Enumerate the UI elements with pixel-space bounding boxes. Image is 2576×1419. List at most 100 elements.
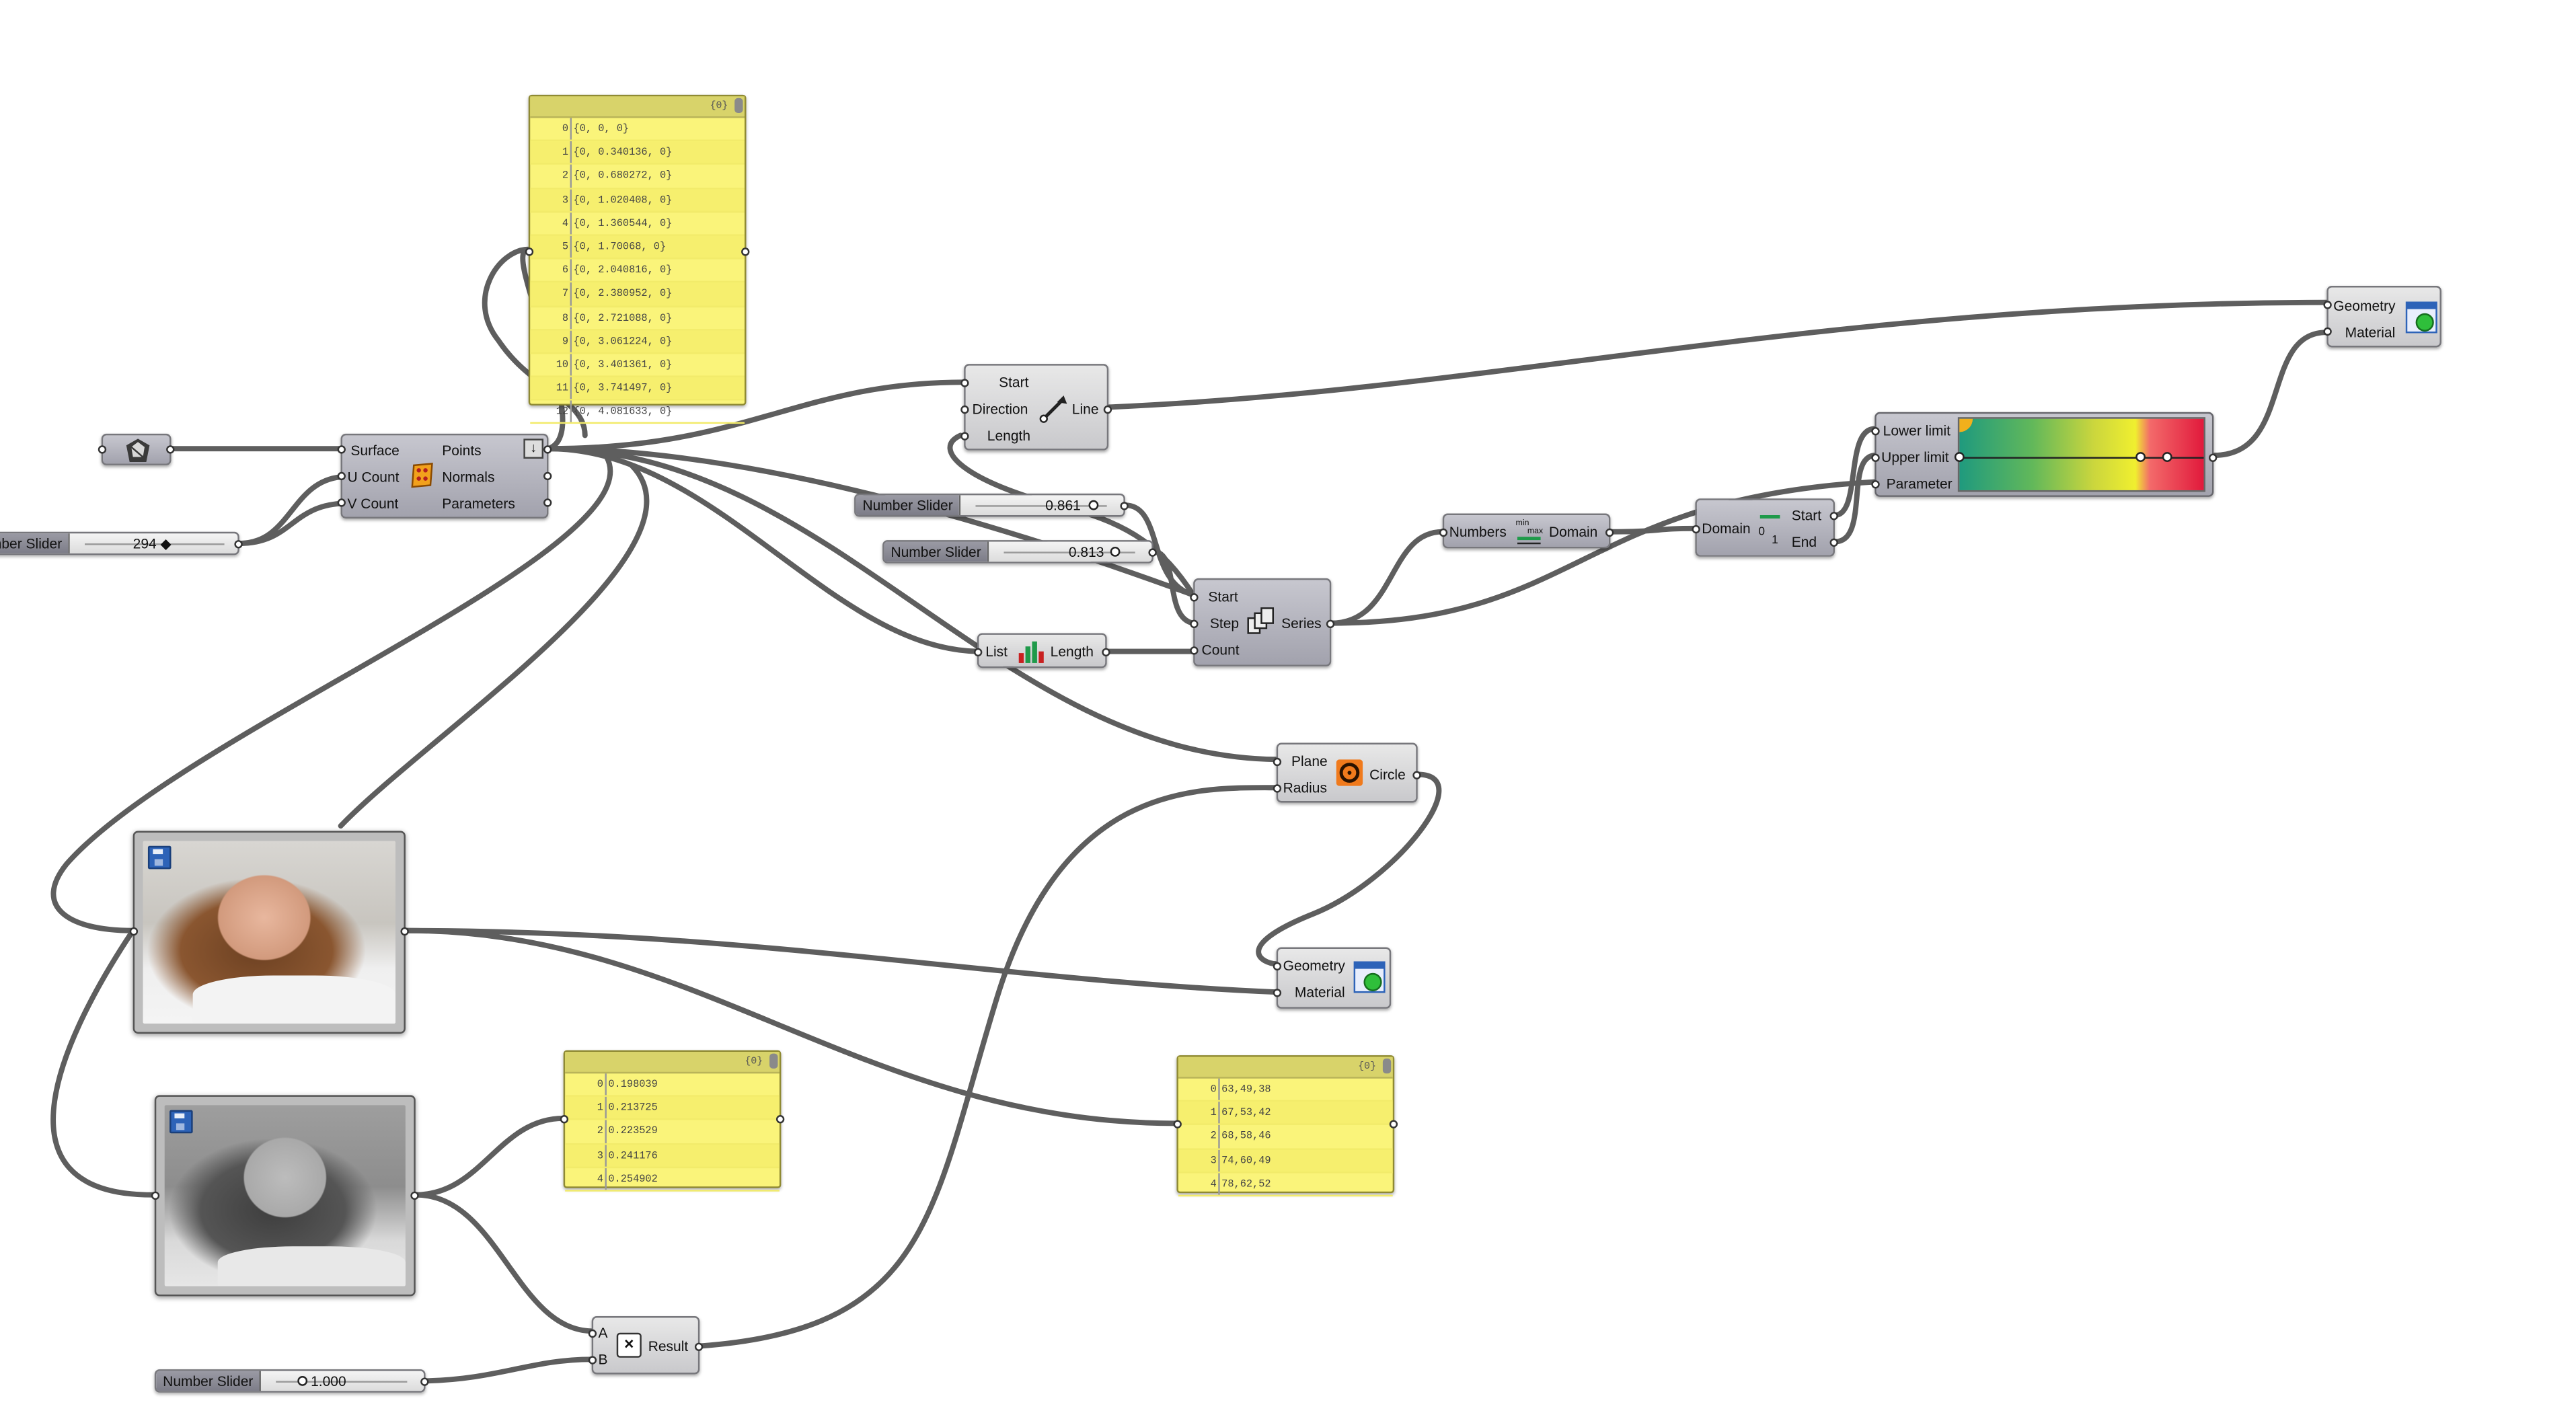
- series-component[interactable]: Start Step Count Series: [1190, 578, 1335, 666]
- port[interactable]: [337, 471, 346, 481]
- start-slider[interactable]: Number Slider 0.861: [854, 493, 1129, 517]
- port[interactable]: [1190, 646, 1199, 655]
- port[interactable]: [543, 471, 552, 481]
- divide-surface-component[interactable]: Surface U Count V Count Points Normals P…: [337, 433, 552, 519]
- save-icon[interactable]: [147, 845, 172, 870]
- points-panel[interactable]: {0} 0{0, 0, 0}1{0, 0.340136, 0}2{0, 0.68…: [525, 94, 750, 425]
- port[interactable]: [588, 1356, 597, 1365]
- port[interactable]: [1412, 771, 1421, 779]
- port[interactable]: [1389, 1120, 1398, 1128]
- port[interactable]: [1326, 619, 1335, 629]
- uv-count-slider[interactable]: Number Slider 294 ◆: [0, 531, 243, 555]
- slider-knob[interactable]: [297, 1375, 308, 1386]
- port[interactable]: [1871, 480, 1880, 489]
- port[interactable]: [588, 1329, 597, 1338]
- wire: [545, 379, 967, 452]
- port[interactable]: [234, 540, 243, 549]
- port[interactable]: [2208, 453, 2218, 462]
- slider-knob[interactable]: [1110, 546, 1121, 557]
- port[interactable]: [410, 1191, 419, 1200]
- port[interactable]: [1692, 525, 1700, 534]
- port[interactable]: [974, 648, 983, 657]
- port[interactable]: [525, 247, 534, 256]
- port[interactable]: [1103, 405, 1112, 414]
- port[interactable]: [775, 1115, 785, 1124]
- port[interactable]: [337, 498, 346, 507]
- custom-preview-mid[interactable]: Geometry Material: [1273, 947, 1392, 1009]
- port[interactable]: [1173, 1120, 1182, 1128]
- port[interactable]: [960, 405, 969, 414]
- port[interactable]: [337, 445, 346, 454]
- port[interactable]: [1829, 538, 1838, 547]
- slider-knob[interactable]: [1088, 500, 1099, 510]
- slider-track[interactable]: [1003, 551, 1135, 553]
- bounds-component[interactable]: Numbers Domain min max: [1439, 513, 1614, 549]
- panel-grip[interactable]: [734, 98, 743, 114]
- list-length-component[interactable]: List Length: [974, 633, 1110, 668]
- gradient-handle-left[interactable]: [1954, 452, 1965, 462]
- gradient-handle[interactable]: [2135, 452, 2146, 462]
- port[interactable]: [1273, 757, 1282, 767]
- port[interactable]: [129, 927, 139, 936]
- port[interactable]: [694, 1342, 704, 1351]
- port[interactable]: [420, 1377, 429, 1386]
- port[interactable]: [1190, 619, 1199, 629]
- custom-preview-top[interactable]: Geometry Material: [2323, 286, 2441, 348]
- port[interactable]: [1102, 648, 1110, 657]
- port[interactable]: [151, 1191, 160, 1200]
- port[interactable]: [960, 379, 969, 387]
- deconstruct-domain-component[interactable]: Domain Start End 0 1: [1692, 498, 1838, 557]
- image-viewer-color[interactable]: [129, 831, 409, 1034]
- save-icon[interactable]: [169, 1110, 193, 1134]
- port[interactable]: [741, 247, 750, 256]
- gradient-handle[interactable]: [2162, 452, 2172, 462]
- port[interactable]: [1871, 427, 1880, 436]
- port[interactable]: [1273, 989, 1282, 997]
- port[interactable]: [2323, 301, 2332, 309]
- panel-grip[interactable]: [1382, 1059, 1392, 1074]
- port[interactable]: [543, 498, 552, 507]
- gradient-component[interactable]: Lower limit Upper limit Parameter: [1871, 412, 2218, 497]
- port[interactable]: [400, 927, 409, 936]
- step-slider[interactable]: Number Slider 0.813: [882, 540, 1157, 564]
- port[interactable]: [543, 445, 552, 454]
- surface-param-input[interactable]: [98, 445, 107, 454]
- port[interactable]: [1273, 784, 1282, 793]
- flatten-toggle-icon[interactable]: ↓: [523, 438, 544, 459]
- port[interactable]: [1829, 512, 1838, 521]
- port[interactable]: [1273, 962, 1282, 971]
- slider-track[interactable]: [276, 1381, 408, 1383]
- circle-component[interactable]: Plane Radius Circle: [1273, 742, 1421, 803]
- image-viewer-gray[interactable]: [151, 1095, 419, 1297]
- input-v-count: V Count: [347, 495, 399, 512]
- port[interactable]: [1871, 453, 1880, 462]
- port[interactable]: [2323, 327, 2332, 336]
- row-value: {0, 3.741497, 0}: [570, 377, 672, 399]
- multiply-component[interactable]: A B Result ×: [588, 1316, 704, 1375]
- gradient-corner-handle[interactable]: [1959, 418, 1973, 432]
- port[interactable]: [1148, 548, 1157, 557]
- port[interactable]: [1190, 593, 1199, 602]
- port[interactable]: [560, 1115, 569, 1124]
- slider-track[interactable]: [85, 543, 225, 545]
- bounds-icon: min max: [1516, 518, 1544, 545]
- surface-param[interactable]: [98, 433, 175, 465]
- multiplier-slider[interactable]: Number Slider 1.000: [154, 1369, 429, 1393]
- port[interactable]: [960, 432, 969, 440]
- panel-grip[interactable]: [769, 1053, 778, 1069]
- port[interactable]: [1605, 528, 1614, 537]
- line-sdl-component[interactable]: Start Direction Length Line: [960, 364, 1112, 451]
- row-value: {0, 0, 0}: [570, 118, 629, 141]
- port[interactable]: [1120, 502, 1129, 510]
- panel-row: 3{0, 1.020408, 0}: [530, 188, 745, 213]
- gradient-strip[interactable]: [1954, 417, 2206, 492]
- surface-param-output[interactable]: [166, 445, 175, 454]
- slider-name: Number Slider: [0, 533, 71, 553]
- slider-track[interactable]: [975, 505, 1107, 507]
- port[interactable]: [1439, 528, 1448, 537]
- input-count: Count: [1201, 641, 1240, 658]
